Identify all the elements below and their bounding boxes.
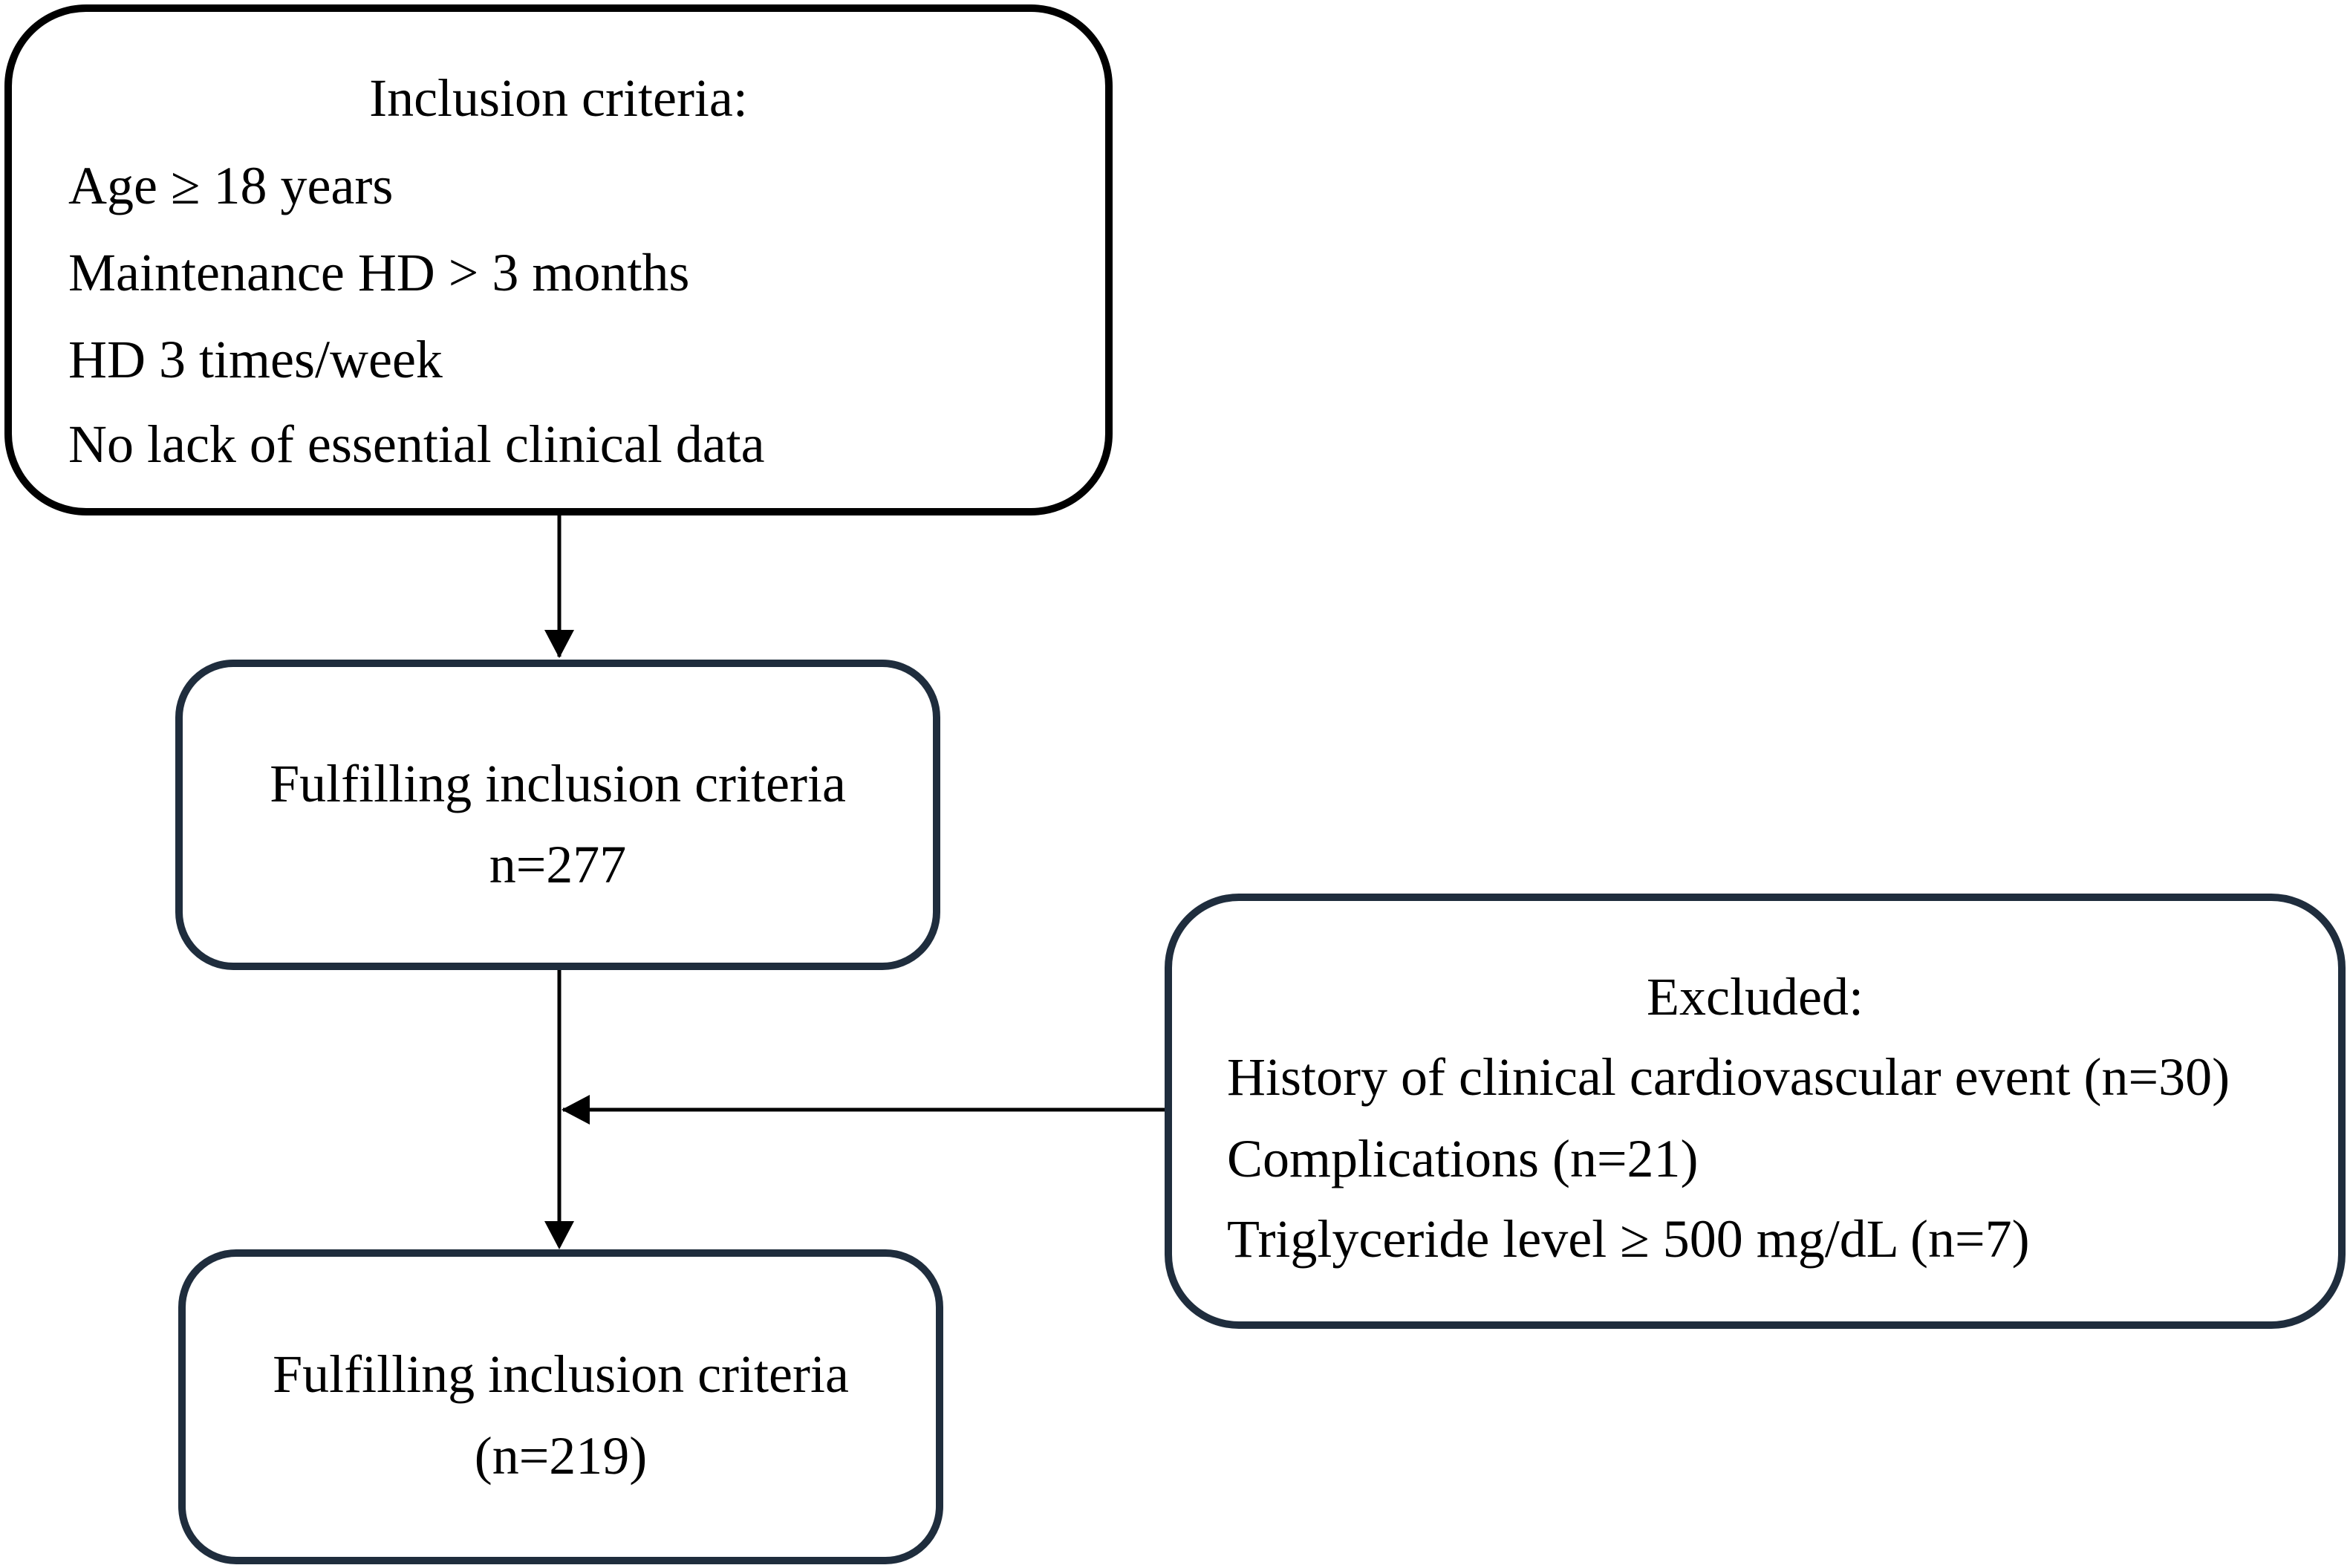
arrowhead-excluded-to-main: [562, 1095, 590, 1125]
inclusion-item-data: No lack of essential clinical data: [68, 414, 765, 474]
inclusion-criteria-box: [4, 4, 1113, 515]
excluded-item-triglyceride: Triglyceride level ≥ 500 mg/dL (n=7): [1227, 1209, 2030, 1269]
fulfilling-criteria-box-219: [178, 1249, 943, 1564]
fulfilling-1-count: n=277: [489, 835, 627, 894]
fulfilling-2-count: (n=219): [474, 1426, 648, 1486]
excluded-item-complications: Complications (n=21): [1227, 1129, 1699, 1188]
fulfilling-1-label: Fulfilling inclusion criteria: [270, 754, 846, 813]
inclusion-item-age: Age ≥ 18 years: [68, 156, 394, 215]
arrowhead-inclusion-to-fulfilling: [544, 630, 574, 658]
inclusion-item-frequency: HD 3 times/week: [68, 330, 443, 389]
excluded-title: Excluded:: [1647, 967, 1864, 1027]
excluded-box: [1165, 894, 2346, 1329]
fulfilling-2-label: Fulfilling inclusion criteria: [273, 1344, 849, 1404]
inclusion-title: Inclusion criteria:: [369, 68, 748, 128]
excluded-item-cardiovascular: History of clinical cardiovascular event…: [1227, 1047, 2230, 1107]
arrowhead-fulfilling-to-final: [544, 1221, 574, 1249]
inclusion-item-maintenance: Maintenance HD > 3 months: [68, 243, 690, 302]
fulfilling-criteria-box-277: [175, 660, 940, 970]
